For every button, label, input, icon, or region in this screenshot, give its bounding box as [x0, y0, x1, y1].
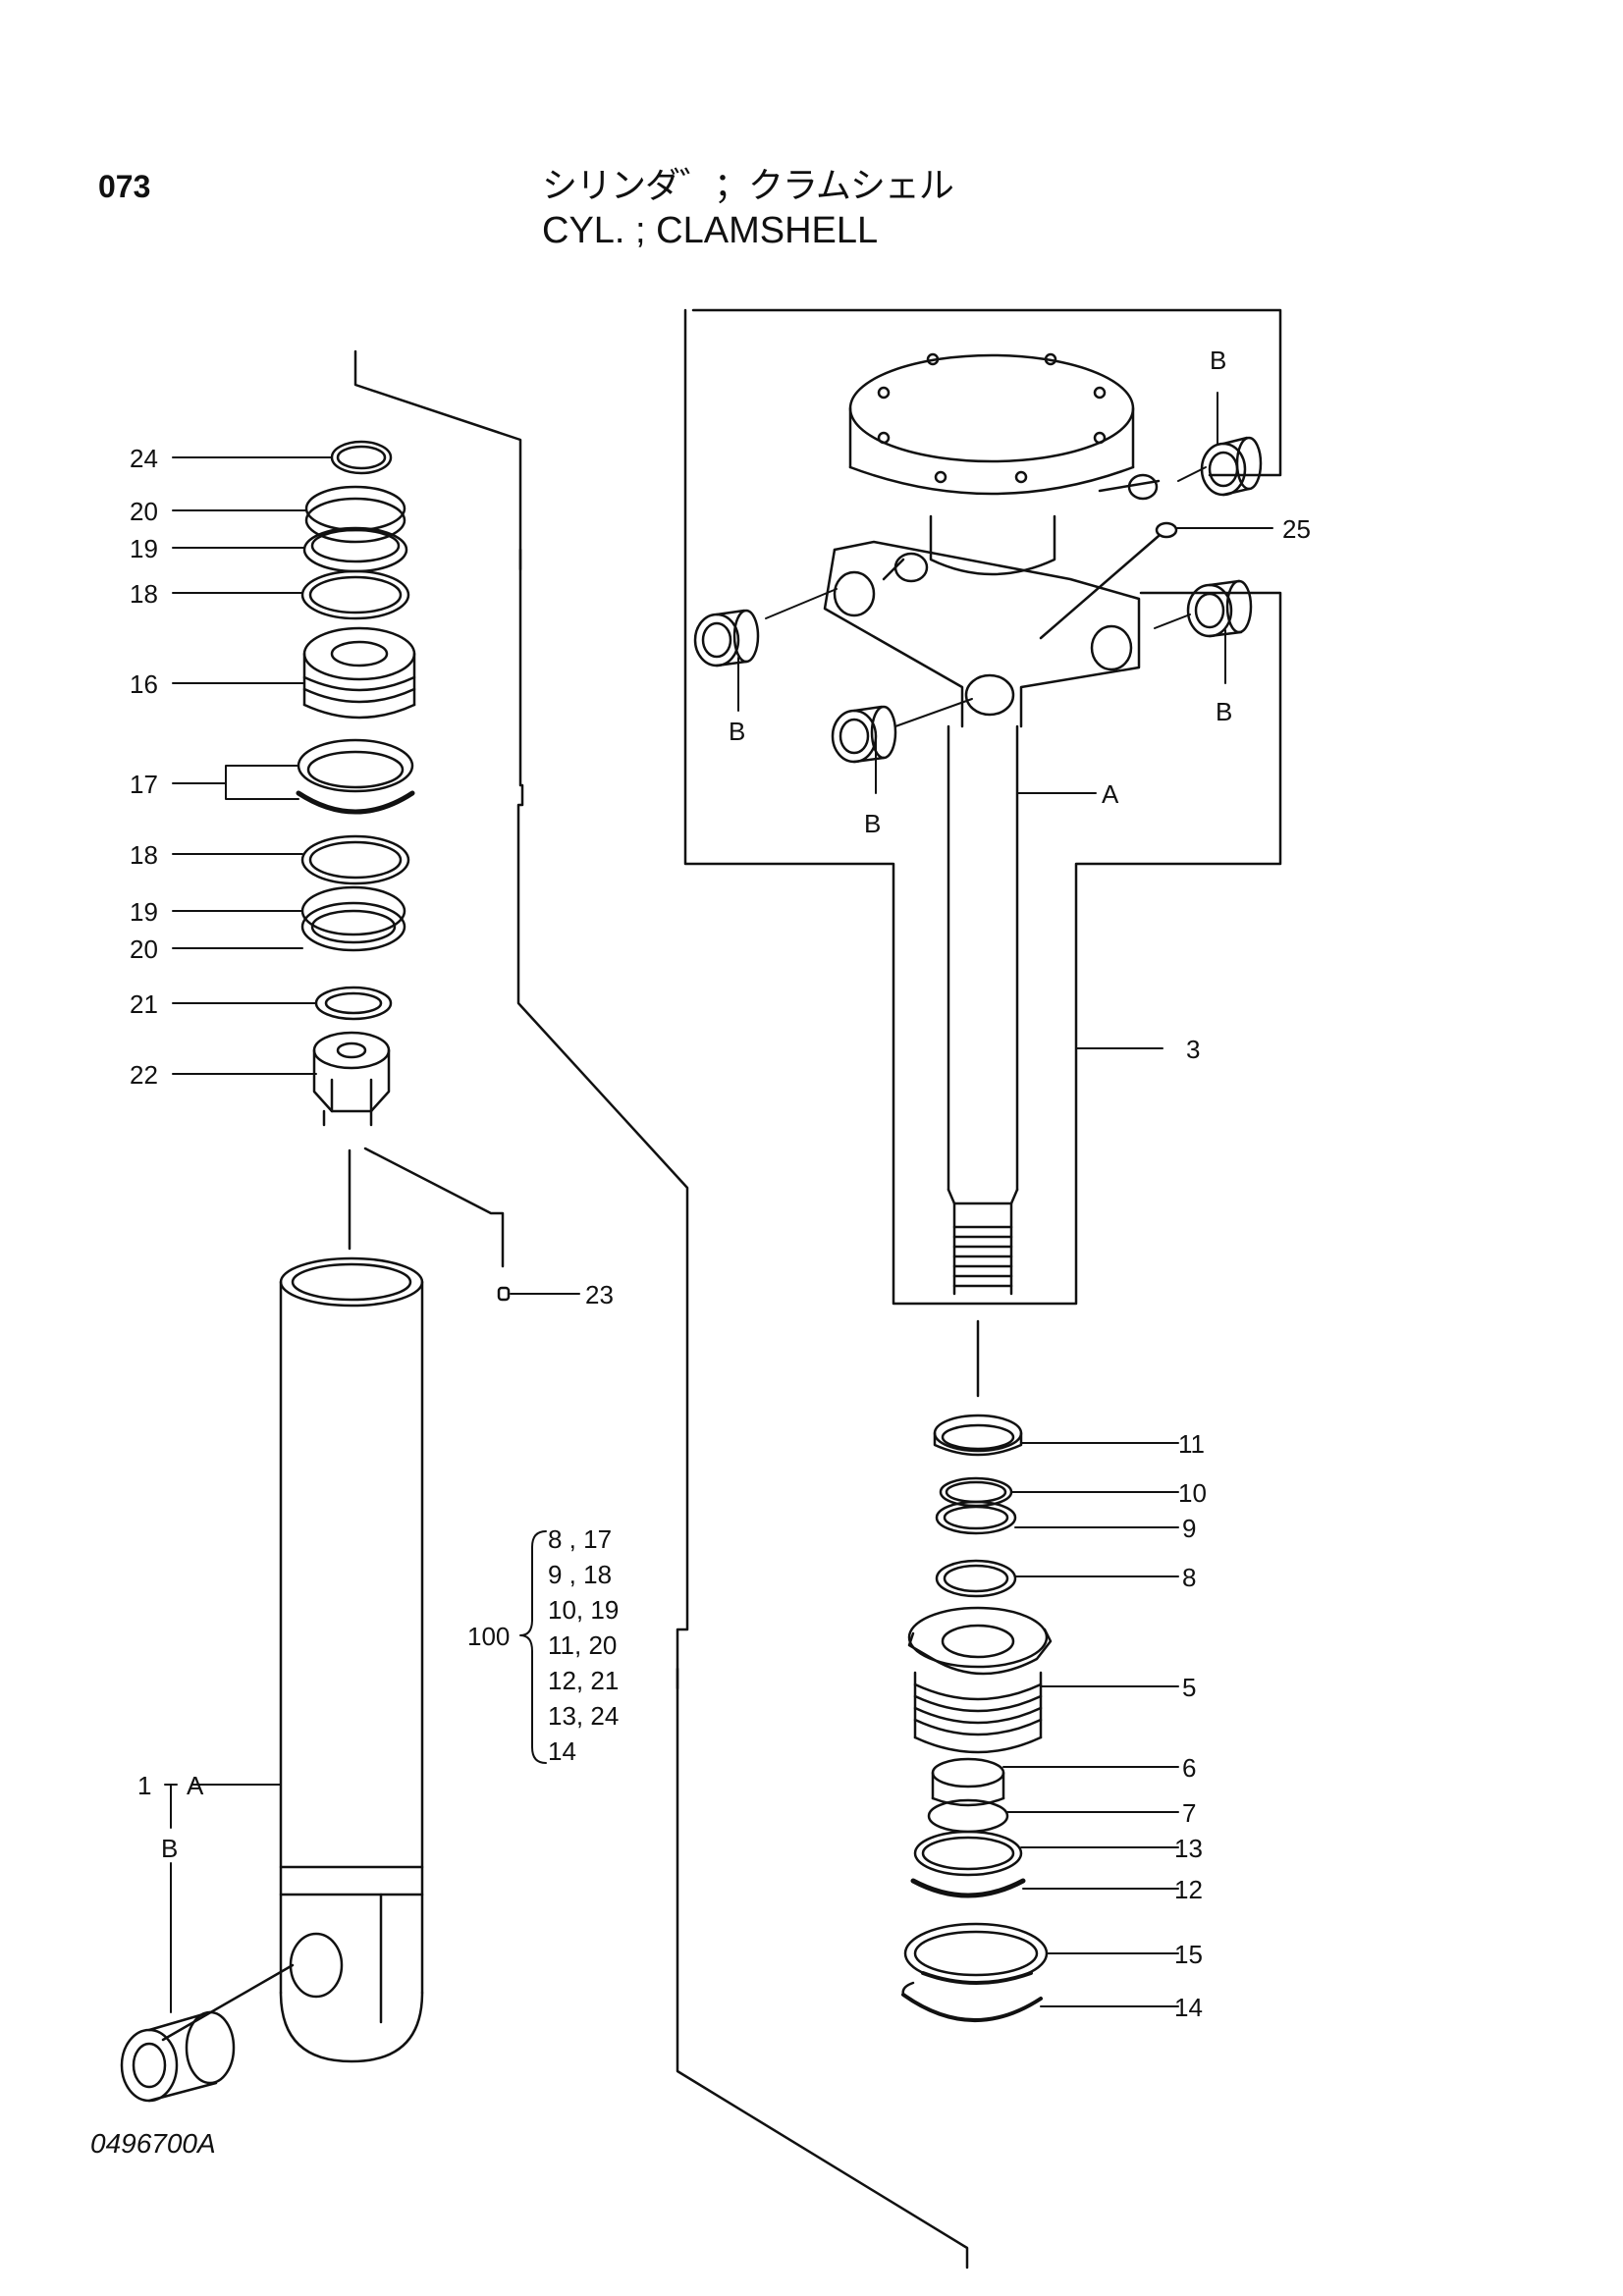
callout-labels: 24 20 19 18 16 17 18 19 20 21 22 23 1 A … — [130, 346, 1311, 2022]
kit-item: 14 — [548, 1736, 576, 1766]
seal-kit-brace — [519, 1530, 547, 1764]
callout-17: 17 — [130, 770, 158, 799]
bushing-b-shape-4 — [1186, 579, 1253, 638]
part-13-backup-ring-shape — [913, 1830, 1023, 1877]
part-11-dust-seal-shape — [933, 1414, 1023, 1457]
part-3-rod-head-shape — [823, 352, 1161, 728]
callout-15: 15 — [1174, 1940, 1203, 1969]
callout-23: 23 — [585, 1280, 614, 1309]
bushing-b-shape-3 — [831, 705, 897, 764]
callout-20a: 20 — [130, 497, 158, 526]
callout-b-1: B — [1210, 346, 1226, 375]
part-3-rod-shape — [947, 724, 1019, 1296]
callout-3-a: A — [1102, 779, 1119, 809]
callout-19a: 19 — [130, 534, 158, 563]
kit-item: 8 , 17 — [548, 1524, 613, 1554]
part-16-piston-shape — [302, 626, 416, 720]
callout-12: 12 — [1174, 1875, 1203, 1904]
part-21-washer-shape — [314, 986, 393, 1021]
part-15-ring-shape — [903, 1922, 1049, 1985]
kit-item: 10, 19 — [548, 1595, 620, 1625]
seal-kit-contents: 8 , 17 9 , 18 10, 19 11, 20 12, 21 13, 2… — [548, 1522, 619, 1769]
part-18b-backup-ring-shape — [300, 834, 410, 885]
kit-item: 12, 21 — [548, 1666, 620, 1695]
title-japanese: シリンダ゛；クラムシェル — [542, 166, 954, 206]
callout-b-2: B — [729, 717, 745, 746]
part-18-backup-ring-shape — [300, 569, 410, 620]
callout-b-3: B — [864, 809, 881, 838]
seal-kit-number: 100 — [467, 1622, 511, 1651]
part-19b-20b-wear-rings-shape — [300, 885, 406, 952]
kit-item: 13, 24 — [548, 1701, 620, 1731]
part-8-rod-seal-shape — [935, 1559, 1017, 1598]
callout-14: 14 — [1174, 1993, 1203, 2022]
part-1-cylinder-tube-shape — [279, 1256, 424, 2063]
callout-19b: 19 — [130, 897, 158, 927]
part-1-bushing-shape — [120, 1963, 295, 2103]
part-14-snap-ring-shape — [901, 1981, 1043, 2023]
callout-6: 6 — [1182, 1753, 1196, 1783]
callout-21: 21 — [130, 989, 158, 1019]
part-10-9-rings-shape — [935, 1476, 1017, 1535]
callout-22: 22 — [130, 1060, 158, 1090]
part-20-19-wear-rings-shape — [302, 485, 408, 573]
callout-9: 9 — [1182, 1514, 1196, 1543]
callout-1: 1 — [137, 1771, 151, 1800]
part-25-grease-fitting-shape — [1039, 521, 1178, 640]
part-5-gland-shape — [907, 1606, 1053, 1754]
part-23-setscrew-shape — [363, 1147, 511, 1302]
callout-7: 7 — [1182, 1798, 1196, 1828]
part-17-piston-seal-shape — [296, 738, 415, 815]
callout-1-a: A — [187, 1771, 204, 1800]
callout-20b: 20 — [130, 934, 158, 964]
drawing-id: 0496700A — [90, 2128, 216, 2159]
page-number: 073 — [98, 169, 151, 204]
callout-b-4: B — [1216, 697, 1232, 726]
part-12-snap-ring-shape — [910, 1878, 1026, 1898]
callout-24: 24 — [130, 444, 158, 473]
bushing-b-shape-1 — [1200, 436, 1263, 497]
callout-25: 25 — [1282, 514, 1311, 544]
callout-18a: 18 — [130, 579, 158, 609]
callout-8: 8 — [1182, 1563, 1196, 1592]
callout-11: 11 — [1178, 1429, 1205, 1459]
callout-3: 3 — [1186, 1035, 1200, 1064]
title-english: CYL. ; CLAMSHELL — [542, 210, 879, 251]
callout-10: 10 — [1178, 1478, 1207, 1508]
part-24-oring-shape — [330, 440, 393, 475]
kit-item: 9 , 18 — [548, 1560, 613, 1589]
callout-13: 13 — [1174, 1834, 1203, 1863]
leader-lines — [164, 392, 1273, 2013]
callout-16: 16 — [130, 669, 158, 699]
kit-item: 11, 20 — [548, 1630, 618, 1660]
part-22-nut-shape — [312, 1031, 391, 1127]
bushing-b-shape-2 — [693, 609, 760, 667]
part-6-bushing-shape — [931, 1757, 1005, 1807]
callout-18b: 18 — [130, 840, 158, 870]
assembly-boundary-line — [353, 349, 969, 2269]
rod-assembly-frame — [683, 308, 1282, 1306]
callout-5: 5 — [1182, 1673, 1196, 1702]
callout-1-b: B — [161, 1834, 178, 1863]
